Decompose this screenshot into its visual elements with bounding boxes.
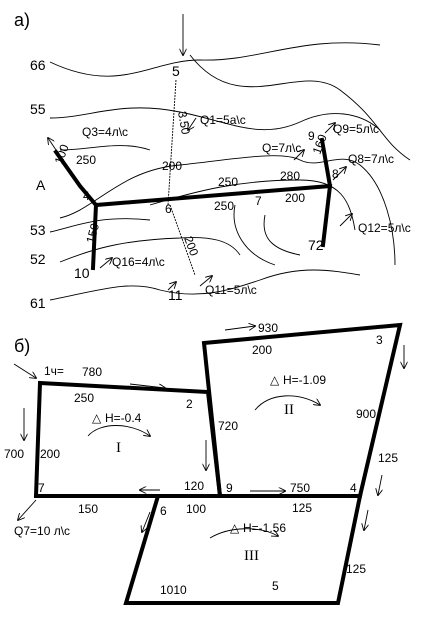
flow-label: Q1=5а\с xyxy=(200,113,246,127)
diameter-label: 200 xyxy=(181,234,201,258)
panel-b-label: б) xyxy=(14,336,30,356)
node-label: 5 xyxy=(272,579,279,593)
panel-a-label: а) xyxy=(14,10,30,30)
diameter-label: 200 xyxy=(285,191,305,205)
pipe-network-b xyxy=(13,322,404,605)
value-label: 125 xyxy=(346,562,366,576)
diameter-label: 150 xyxy=(83,221,102,244)
diameter-label: 250 xyxy=(214,199,234,213)
node-label: 5 xyxy=(172,63,180,79)
ring-numeral: I xyxy=(116,440,121,456)
diameter-label: 280 xyxy=(280,169,300,183)
node-label: 72 xyxy=(308,237,324,253)
node-label: 2 xyxy=(186,397,193,411)
contour-label: 53 xyxy=(30,222,46,238)
contour-label: 55 xyxy=(30,101,46,117)
value-label: 700 xyxy=(4,447,24,461)
value-label: 250 xyxy=(74,391,94,405)
dh-label: H=-0.4 xyxy=(105,411,142,425)
delta-symbol: △ xyxy=(92,411,102,425)
node-label: 7 xyxy=(255,194,262,208)
value-label: 100 xyxy=(186,502,206,516)
node-label: 9 xyxy=(226,481,233,495)
delta-symbol: △ xyxy=(270,373,280,387)
pipe-network-a xyxy=(48,14,352,291)
value-label: 125 xyxy=(378,451,398,465)
value-label: 780 xyxy=(82,365,102,379)
value-label: 750 xyxy=(290,481,310,495)
value-label: 200 xyxy=(40,447,60,461)
dh-label: H=-1.56 xyxy=(243,521,286,535)
node-label: 6 xyxy=(165,202,172,216)
node-label: 11 xyxy=(168,287,183,303)
value-label: 150 xyxy=(78,502,98,516)
value-label: 900 xyxy=(356,407,376,421)
flow-label: Q16=4л\с xyxy=(112,255,165,269)
flow-label: Q3=4л\с xyxy=(82,125,128,139)
contour-label: 66 xyxy=(30,57,46,73)
diameter-label: 3.50 xyxy=(175,110,193,136)
diameter-label: 100 xyxy=(52,142,72,166)
flow-label: Q=7л\с xyxy=(262,141,301,155)
flow-label: Q9=5л\с xyxy=(333,122,379,136)
value-label: 930 xyxy=(258,321,278,335)
point-a-label: A xyxy=(36,177,46,193)
node-label: 8 xyxy=(332,167,339,181)
value-label: 125 xyxy=(292,501,312,515)
contour-lines xyxy=(49,42,411,301)
node-label: 4 xyxy=(350,481,357,495)
value-label: 720 xyxy=(218,419,238,433)
contour-label: 61 xyxy=(30,295,46,311)
flow-label: Q11=5л\с xyxy=(205,283,257,297)
flow-label: Q8=7л\с xyxy=(348,152,394,166)
value-label: 1010 xyxy=(160,583,187,597)
value-label: 120 xyxy=(184,479,204,493)
diameter-label: 200 xyxy=(162,159,182,173)
diameter-label: 250 xyxy=(218,175,238,189)
value-label: 200 xyxy=(252,343,272,357)
delta-symbol: △ xyxy=(230,521,240,535)
node-label: 7 xyxy=(38,481,45,495)
contour-label: 52 xyxy=(30,251,46,267)
node-label: 3 xyxy=(376,333,383,347)
flow-label: Q12=5л\с xyxy=(358,221,411,235)
node-label: 6 xyxy=(160,504,167,518)
outflow-label: Q7=10 л\с xyxy=(14,524,70,538)
node-label: 4 xyxy=(83,189,90,203)
ring-numeral: II xyxy=(284,402,294,418)
node-label: 9 xyxy=(308,129,315,143)
node-label: 1ч= xyxy=(44,364,64,378)
diameter-label: 250 xyxy=(76,153,96,167)
ring-numeral: III xyxy=(244,548,259,564)
diameter-label: 160 xyxy=(310,132,330,156)
dh-label: H=-1.09 xyxy=(283,373,326,387)
node-label: 10 xyxy=(74,265,90,281)
